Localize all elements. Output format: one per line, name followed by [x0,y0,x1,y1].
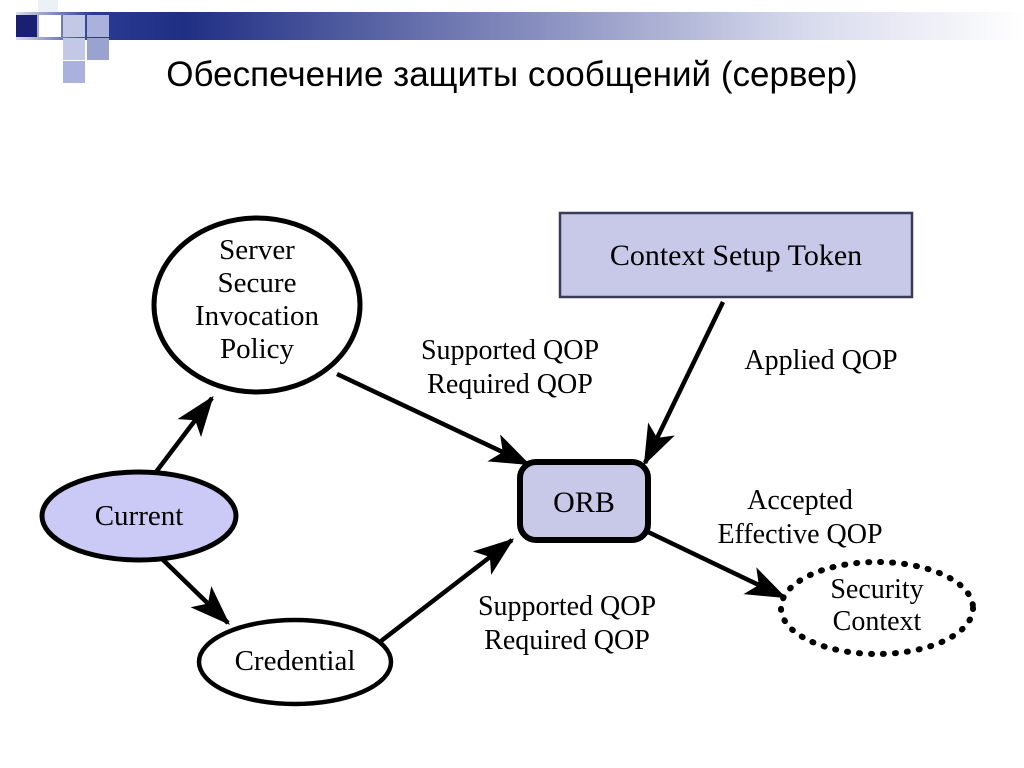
deco-square [39,15,61,37]
edge-credential-to-orb [370,538,515,650]
node-security-context[interactable] [778,559,976,657]
page-title: Обеспечение защиты сообщений (сервер) [166,55,858,94]
deco-square [111,0,125,12]
deco-square-mid [87,15,109,37]
node-context-setup-token[interactable] [558,211,914,299]
node-server-secure-invocation-policy[interactable] [151,215,363,395]
edge-token-to-orb [642,301,726,466]
deco-square-dark [15,15,37,37]
diagram-canvas [39,211,976,707]
header-decoration [0,0,1024,60]
edge-label-credential-to-orb: Supported QOP Required QOP [477,591,657,656]
edge-policy-to-orb [336,371,531,467]
node-current[interactable] [39,469,239,563]
deco-mask [0,12,14,40]
edge-orb-to-security-context [645,528,787,600]
edge-label-applied-qop: Applied QOP [744,345,898,376]
header-decoration-lower [63,38,109,83]
edge-label-accepted-effective-qop: Accepted Effective QOP [717,485,883,550]
deco-square [38,0,58,12]
edge-label-policy-to-orb: Supported QOP Required QOP [420,335,600,400]
edge-current-to-credential [155,552,230,625]
header-gradient-bar [0,12,1024,40]
node-credential[interactable] [196,617,394,707]
deco-square [60,0,78,12]
node-orb[interactable] [517,459,651,543]
deco-square-light [63,15,85,37]
